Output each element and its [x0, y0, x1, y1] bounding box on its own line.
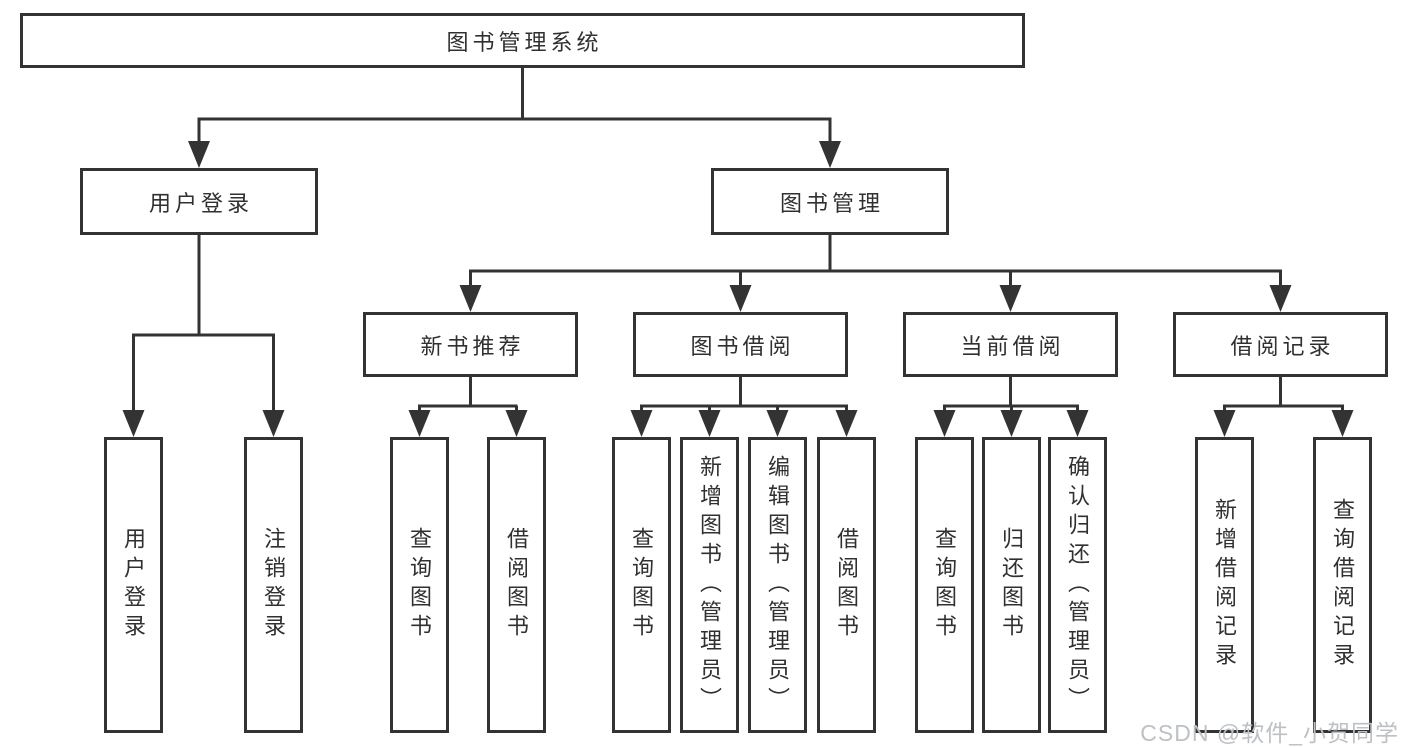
node-book-management-system: 图书管理系统 [20, 13, 1025, 68]
node-label: 查询借阅记录 [1330, 498, 1356, 672]
arrow-down-icon [505, 410, 528, 437]
arrow-down-icon [262, 410, 285, 437]
arrow-down-icon [1066, 410, 1089, 437]
node-label: 查询图书 [932, 527, 958, 643]
arrow-down-icon [408, 410, 431, 437]
leaf-add-book-admin: 新增图书（管理员） [680, 437, 739, 733]
arrow-down-icon [698, 410, 721, 437]
leaf-edit-book-admin: 编辑图书（管理员） [748, 437, 807, 733]
leaf-logout-login: 注销登录 [244, 437, 303, 733]
arrow-down-icon [459, 285, 482, 312]
watermark: CSDN @软件_小贺同学 [1140, 720, 1399, 746]
node-label: 图书借阅 [690, 333, 795, 359]
node-label: 新增借阅记录 [1212, 498, 1238, 672]
node-label: 借阅图书 [504, 527, 530, 643]
node-new-book-recommendation: 新书推荐 [363, 312, 578, 377]
arrow-down-icon [933, 410, 956, 437]
node-label: 查询图书 [629, 527, 655, 643]
node-label: 查询图书 [407, 527, 433, 643]
node-label: 用户登录 [148, 190, 253, 216]
node-current-borrowing: 当前借阅 [903, 312, 1118, 377]
node-label: 新增图书（管理员） [697, 454, 723, 716]
arrow-down-icon [766, 410, 789, 437]
leaf-confirm-return-admin: 确认归还（管理员） [1048, 437, 1107, 733]
arrow-down-icon [819, 141, 841, 168]
node-label: 图书管理 [779, 190, 884, 216]
leaf-borrow-books-recommend: 借阅图书 [487, 437, 546, 733]
node-label: 归还图书 [999, 527, 1025, 643]
node-user-login: 用户登录 [80, 168, 318, 235]
arrow-down-icon [1213, 410, 1236, 437]
arrow-down-icon [122, 410, 145, 437]
node-label: 注销登录 [261, 527, 287, 643]
arrow-down-icon [835, 410, 858, 437]
node-borrowing-records: 借阅记录 [1173, 312, 1388, 377]
arrow-down-icon [1331, 410, 1354, 437]
leaf-query-books-recommend: 查询图书 [390, 437, 449, 733]
leaf-borrow-books-borrowing: 借阅图书 [817, 437, 876, 733]
node-label: 借阅图书 [834, 527, 860, 643]
leaf-return-books: 归还图书 [982, 437, 1041, 733]
leaf-add-borrow-record: 新增借阅记录 [1195, 437, 1254, 733]
arrow-down-icon [729, 285, 752, 312]
arrow-down-icon [188, 141, 210, 168]
node-label: 图书管理系统 [446, 29, 603, 55]
arrow-down-icon [630, 410, 653, 437]
leaf-query-books-current: 查询图书 [915, 437, 974, 733]
node-label: 当前借阅 [960, 333, 1065, 359]
arrow-down-icon [1000, 410, 1023, 437]
leaf-query-borrow-record: 查询借阅记录 [1313, 437, 1372, 733]
node-label: 用户登录 [121, 527, 147, 643]
leaf-query-books-borrowing: 查询图书 [612, 437, 671, 733]
node-label: 借阅记录 [1230, 333, 1335, 359]
arrow-down-icon [1269, 285, 1292, 312]
arrow-down-icon [999, 285, 1022, 312]
node-label: 编辑图书（管理员） [765, 454, 791, 716]
node-book-management: 图书管理 [711, 168, 949, 235]
leaf-user-login: 用户登录 [104, 437, 163, 733]
node-book-borrowing: 图书借阅 [633, 312, 848, 377]
node-label: 新书推荐 [420, 333, 525, 359]
node-label: 确认归还（管理员） [1065, 454, 1091, 716]
